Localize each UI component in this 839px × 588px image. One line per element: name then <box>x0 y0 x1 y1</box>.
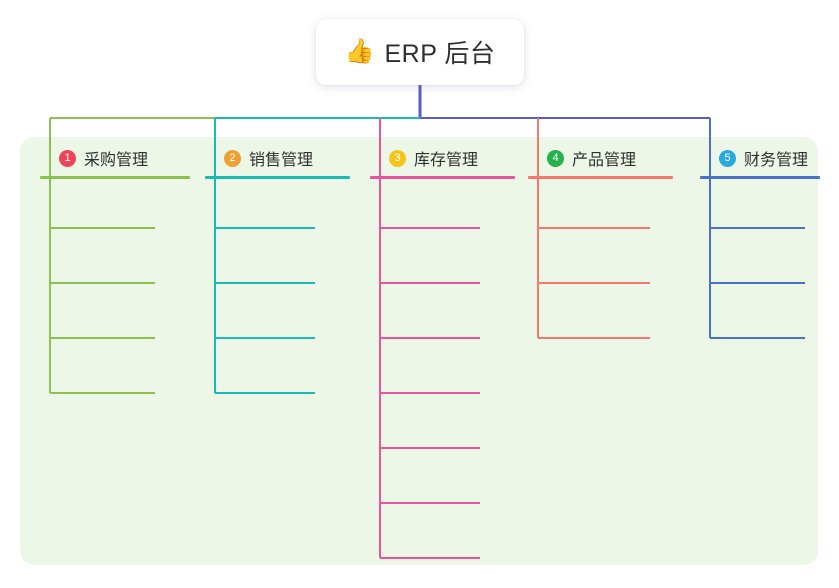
column-number-badge: 4 <box>547 149 564 167</box>
column-1: 1 采购管理 <box>40 146 190 179</box>
diagram-panel <box>20 137 818 565</box>
root-node-card[interactable]: 👍 ERP 后台 <box>316 19 524 85</box>
column-number-badge: 2 <box>224 149 241 167</box>
column-title: 销售管理 <box>249 152 314 169</box>
column-number-badge: 1 <box>59 149 76 167</box>
column-header-underline <box>205 176 350 179</box>
column-header-3[interactable]: 3 库存管理 <box>370 146 515 170</box>
thumbs-up-icon: 👍 <box>344 38 375 65</box>
column-header-underline <box>370 176 515 179</box>
column-header-underline <box>528 176 673 179</box>
column-4: 4 产品管理 <box>528 146 673 179</box>
column-header-5[interactable]: 5 财务管理 <box>700 146 820 170</box>
column-title: 产品管理 <box>572 152 637 169</box>
column-header-2[interactable]: 2 销售管理 <box>205 146 350 170</box>
column-header-underline <box>700 176 820 179</box>
column-header-1[interactable]: 1 采购管理 <box>40 146 190 170</box>
column-header-4[interactable]: 4 产品管理 <box>528 146 673 170</box>
column-3: 3 库存管理 <box>370 146 515 179</box>
root-node-title: ERP 后台 <box>384 40 496 68</box>
column-number-badge: 3 <box>389 149 406 167</box>
column-header-underline <box>40 176 190 179</box>
column-title: 库存管理 <box>414 152 479 169</box>
column-number-badge: 5 <box>719 149 736 167</box>
column-5: 5 财务管理 <box>700 146 820 179</box>
column-title: 财务管理 <box>744 152 809 169</box>
column-title: 采购管理 <box>84 152 149 169</box>
column-2: 2 销售管理 <box>205 146 350 179</box>
